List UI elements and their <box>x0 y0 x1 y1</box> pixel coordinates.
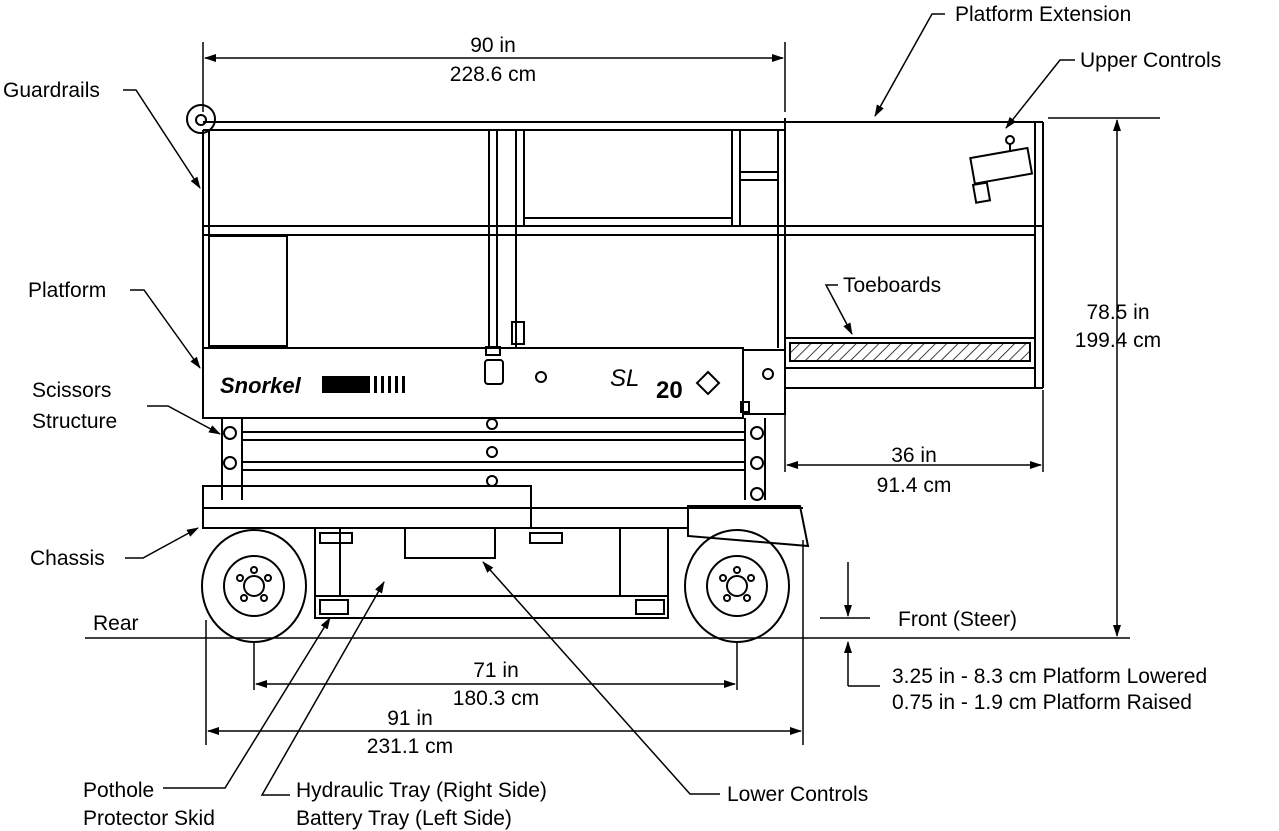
dim-height-in: 78.5 in <box>1086 301 1149 324</box>
label-platform: Platform <box>28 279 106 302</box>
label-pothole: Pothole <box>83 779 154 802</box>
dim-clearance-lowered: 3.25 in - 8.3 cm Platform Lowered <box>892 665 1207 688</box>
model-prefix: SL <box>610 365 639 392</box>
label-chassis: Chassis <box>30 547 105 570</box>
machine-drawing <box>186 104 1044 643</box>
snorkel-logo-text: Snorkel <box>220 373 302 398</box>
dimension-lines <box>202 42 1160 745</box>
dim-overall-length-cm: 231.1 cm <box>367 735 453 758</box>
dim-wheelbase-cm: 180.3 cm <box>453 687 539 710</box>
dim-platform-width-cm: 228.6 cm <box>450 63 536 86</box>
snorkel-logo-stripes <box>322 376 405 393</box>
label-rear: Rear <box>93 612 139 635</box>
dim-height-cm: 199.4 cm <box>1075 329 1161 352</box>
dim-extension-cm: 91.4 cm <box>877 474 952 497</box>
label-protector-skid: Protector Skid <box>83 807 215 830</box>
diamond-icon <box>695 370 721 396</box>
label-scissors: Scissors <box>32 379 111 402</box>
label-battery-tray: Battery Tray (Left Side) <box>296 807 512 830</box>
label-front-steer: Front (Steer) <box>898 608 1017 631</box>
label-structure: Structure <box>32 410 117 433</box>
dim-extension-in: 36 in <box>891 444 937 467</box>
label-toeboards: Toeboards <box>843 274 941 297</box>
dim-platform-width-in: 90 in <box>470 34 516 57</box>
model-number: 20 <box>656 377 683 404</box>
label-upper-controls: Upper Controls <box>1080 49 1221 72</box>
label-platform-extension: Platform Extension <box>955 3 1131 26</box>
label-lower-controls: Lower Controls <box>727 783 868 806</box>
label-guardrails: Guardrails <box>3 79 100 102</box>
dim-wheelbase-in: 71 in <box>473 659 519 682</box>
dim-overall-length-in: 91 in <box>387 707 433 730</box>
leader-lines <box>123 13 1075 796</box>
label-hydraulic-tray: Hydraulic Tray (Right Side) <box>296 779 547 802</box>
dim-clearance-raised: 0.75 in - 1.9 cm Platform Raised <box>892 691 1192 714</box>
